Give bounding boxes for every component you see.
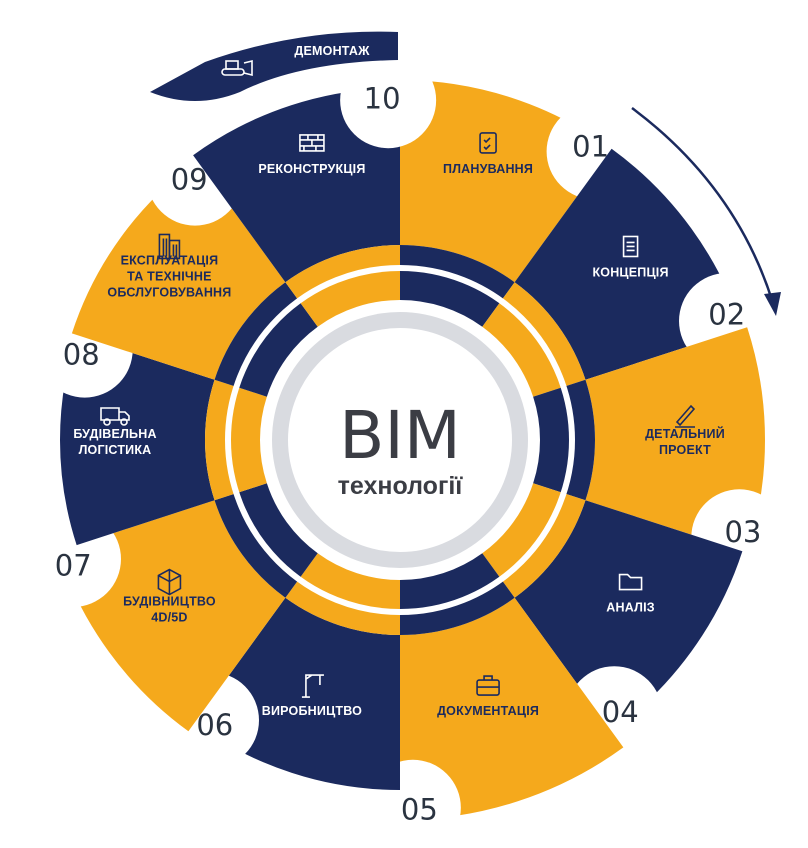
brick-wall-icon xyxy=(299,134,325,152)
inner-wedge xyxy=(482,483,586,598)
flow-direction-arrow xyxy=(631,106,774,301)
segment-shape xyxy=(71,160,286,380)
bulldozer-icon xyxy=(221,59,253,77)
segment-label-line: АНАЛІЗ xyxy=(606,601,655,615)
center-hub: BIM технології xyxy=(296,336,504,544)
segment-label-line: ОБСЛУГОВУВАННЯ xyxy=(107,285,231,299)
segment-label-line: БУДІВЕЛЬНА xyxy=(73,427,156,441)
top-tab-shape xyxy=(150,31,398,101)
cube-icon xyxy=(157,568,182,596)
segment-label-line: КОНЦЕПЦІЯ xyxy=(592,265,668,279)
center-subtitle: технології xyxy=(338,472,464,500)
segment-shape xyxy=(514,500,743,732)
inner-wedge xyxy=(205,379,267,501)
inner-wedge xyxy=(214,282,318,397)
segment-label-line: РЕКОНСТРУКЦІЯ xyxy=(258,162,365,176)
folder-icon xyxy=(618,573,643,591)
step-number: 09 xyxy=(171,163,208,197)
step-number: 06 xyxy=(196,708,233,742)
clipboard-checklist-icon xyxy=(479,132,497,154)
flow-arrow-head-icon xyxy=(764,292,781,316)
segment-label-line: ПЛАНУВАННЯ xyxy=(443,162,533,176)
segment-label-line: ТА ТЕХНІЧНЕ xyxy=(127,269,212,283)
step-number: 10 xyxy=(364,81,401,115)
segment-label-line: ВИРОБНИЦТВО xyxy=(262,704,362,718)
segment-shape xyxy=(400,597,624,820)
center-title: BIM xyxy=(339,397,461,474)
step-number: 03 xyxy=(724,515,761,549)
pen-writing-icon xyxy=(675,404,696,428)
truck-icon xyxy=(100,407,130,426)
segment-label-line: БУДІВНИЦТВО xyxy=(123,595,216,609)
top-tab-demontazh: ДЕМОНТАЖ xyxy=(150,31,398,101)
step-number: 01 xyxy=(572,129,609,163)
step-number: 05 xyxy=(401,792,438,826)
inner-wedge xyxy=(533,379,595,501)
step-number: 02 xyxy=(708,298,745,332)
inner-wedge xyxy=(482,282,586,397)
inner-wedge xyxy=(285,553,400,635)
segment-label-line: 4D/5D xyxy=(151,611,187,625)
segment-label-line: ДОКУМЕНТАЦІЯ xyxy=(437,704,539,718)
segment-03: 03 ДЕТАЛЬНИЙ ПРОЕКТ xyxy=(585,327,788,586)
segment-label-line: ЕКСПЛУАТАЦІЯ xyxy=(121,253,219,267)
step-number: 07 xyxy=(55,548,92,582)
segment-label-line: ЛОГІСТИКА xyxy=(79,443,152,457)
step-number: 08 xyxy=(63,338,100,372)
center-circle xyxy=(296,336,504,544)
ring-gap xyxy=(225,265,575,615)
step-number: 04 xyxy=(602,695,639,729)
inner-wedge xyxy=(285,245,400,327)
inner-wedge xyxy=(400,553,515,635)
inner-wedge xyxy=(400,245,515,327)
segment-label-line: ДЕТАЛЬНИЙ xyxy=(645,426,725,441)
top-tab-label: ДЕМОНТАЖ xyxy=(294,44,370,58)
briefcase-icon xyxy=(476,675,500,696)
segment-shape xyxy=(193,88,400,283)
number-notch xyxy=(340,52,437,149)
segment-label-line: ПРОЕКТ xyxy=(659,443,711,457)
document-icon xyxy=(622,235,639,258)
crane-icon xyxy=(301,674,324,698)
building-icon xyxy=(158,233,181,260)
inner-wedge xyxy=(214,483,318,598)
